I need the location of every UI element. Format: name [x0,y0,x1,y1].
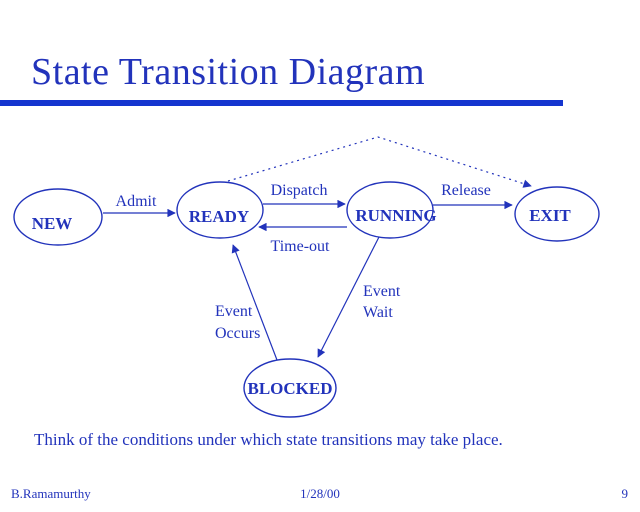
dispatch-label: Dispatch [271,182,328,199]
state-blocked: BLOCKED [243,358,337,418]
title-underline [0,100,563,106]
state-running: RUNNING [346,181,437,239]
release-label: Release [441,182,491,199]
state-blocked-label: BLOCKED [247,379,332,398]
event-wait-label-line1: Event [363,283,401,300]
state-exit: EXIT [514,186,600,242]
timeout-label: Time-out [271,238,331,255]
footer-author: B.Ramamurthy [11,486,91,501]
note-text: Think of the conditions under which stat… [34,430,503,449]
ready-to-exit-dashed-arrow [227,136,532,188]
state-running-label: RUNNING [355,206,436,225]
page-title: State Transition Diagram [31,51,426,93]
event-occurs-arrow [231,244,278,361]
footer-page-number: 9 [621,486,629,501]
footer: B.Ramamurthy 1/28/00 9 [0,486,640,506]
event-occurs-label-line2: Occurs [215,325,260,342]
state-exit-label: EXIT [529,206,571,225]
state-ready-label: READY [189,207,249,226]
event-wait-label-line2: Wait [363,304,393,321]
state-new: NEW [13,188,103,246]
state-new-label: NEW [32,214,73,233]
admit-label: Admit [116,193,157,210]
event-occurs-label-line1: Event [215,303,253,320]
footer-date: 1/28/00 [300,486,340,501]
state-ready: READY [176,181,264,239]
event-wait-arrow [317,236,380,358]
